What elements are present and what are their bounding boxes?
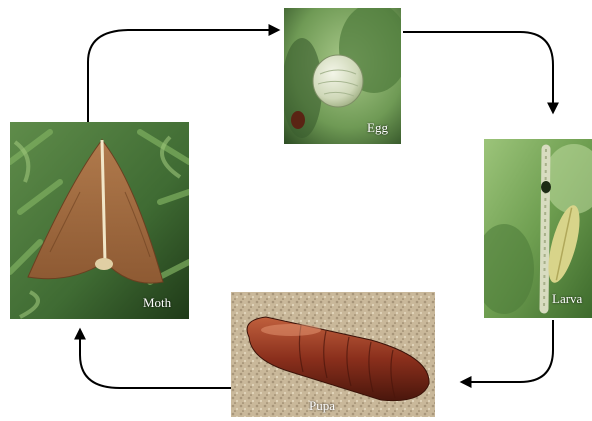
larva-photo: Larva — [484, 139, 592, 318]
arrow-egg-to-larva — [403, 32, 553, 112]
arrow-larva-to-pupa — [462, 320, 553, 382]
pupa-label: Pupa — [309, 398, 335, 414]
moth-label: Moth — [143, 295, 171, 311]
larva-label: Larva — [552, 291, 582, 307]
arrow-pupa-to-moth — [80, 330, 231, 388]
arrow-moth-to-egg — [88, 30, 278, 122]
egg-photo: Egg — [284, 8, 401, 144]
pupa-photo: Pupa — [231, 292, 435, 417]
egg-label: Egg — [367, 120, 388, 136]
moth-photo: Moth — [10, 122, 189, 319]
